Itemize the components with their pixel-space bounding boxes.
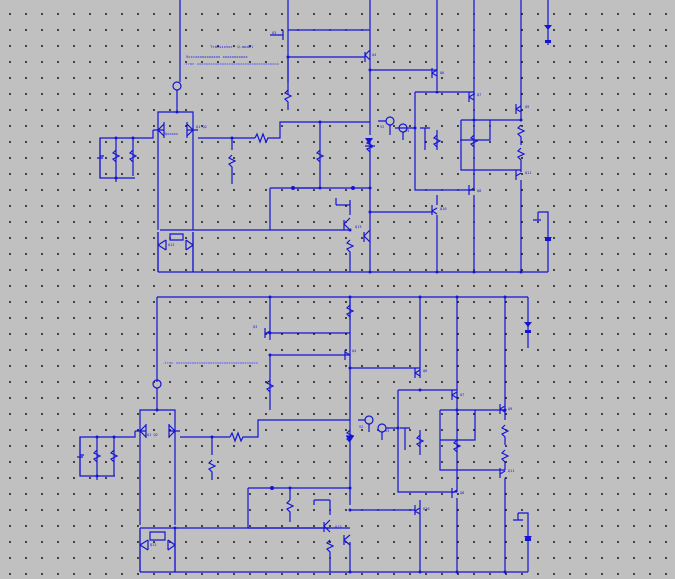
- svg-text:Q10: Q10: [423, 507, 430, 511]
- svg-text:V2: V2: [380, 125, 384, 129]
- top-junctions: [114, 55, 523, 274]
- top-circuit: Q1 Q2 Qxxxxx Q3 Q4 Q6 Q7 Q9 Q8 Q10 Q11 Q…: [97, 0, 552, 274]
- svg-text:Q11: Q11: [508, 469, 515, 473]
- svg-text:V2: V2: [359, 425, 363, 429]
- top-current-mirror: [157, 232, 194, 272]
- svg-text:Q4: Q4: [352, 349, 356, 353]
- top-ground-rail: [157, 180, 549, 273]
- svg-text:Q4: Q4: [372, 53, 376, 57]
- svg-text:Q6: Q6: [423, 369, 427, 373]
- svg-text:Q9: Q9: [508, 407, 512, 411]
- bottom-diff-pair: [79, 420, 180, 477]
- bottom-current-mirror: [139, 528, 176, 572]
- svg-text:Q8: Q8: [477, 189, 481, 193]
- svg-text:Q10: Q10: [440, 207, 447, 211]
- top-bias-source-1: [385, 116, 395, 126]
- svg-text:V3: V3: [405, 129, 409, 133]
- svg-text:Qxxxxx: Qxxxxx: [165, 132, 179, 136]
- svg-text:Q12: Q12: [150, 543, 157, 547]
- top-vcc-lines: [179, 0, 549, 100]
- bottom-vcc-rail: [156, 296, 529, 405]
- top-output-load: [533, 20, 549, 245]
- svg-text:Q13: Q13: [355, 225, 362, 229]
- svg-text:Q9: Q9: [525, 105, 529, 109]
- top-note-line2: Vcc=xxxxxxxxxxx xxxxxxxxxxx: [186, 54, 248, 59]
- svg-text:Q7: Q7: [477, 93, 481, 97]
- bottom-circuit: Q1 Q2 Q3 Q4 Q6 Q7 Q9 Q8 Q10 Q11 Q12 Q13 …: [77, 295, 532, 574]
- top-input-network: [97, 138, 138, 182]
- top-note-line3: .tran xxxxxxxxxxxxxxxxxxxxxxxxxxxxxxxxxx…: [183, 61, 280, 66]
- top-current-source: [172, 81, 182, 91]
- bottom-ground-rail: [139, 478, 529, 573]
- top-output-stage: [431, 62, 475, 120]
- bottom-output-load: [513, 318, 529, 545]
- svg-text:Q3: Q3: [272, 31, 276, 35]
- svg-text:Q7: Q7: [460, 393, 464, 397]
- svg-text:Q1 Q2: Q1 Q2: [196, 125, 207, 129]
- top-note-line1: Transistor: Q-model: [210, 44, 253, 49]
- svg-text:Q13: Q13: [335, 525, 342, 529]
- bottom-junctions: [95, 295, 507, 574]
- svg-text:Q8: Q8: [460, 491, 464, 495]
- bottom-bias-source-1: [364, 415, 374, 425]
- svg-text:Q1 Q2: Q1 Q2: [147, 433, 158, 437]
- svg-text:Q6: Q6: [440, 71, 444, 75]
- top-vas-stage: [270, 29, 371, 110]
- bottom-input-network: [77, 437, 119, 480]
- svg-text:Q11: Q11: [525, 171, 532, 175]
- svg-text:Q12: Q12: [168, 243, 175, 247]
- bottom-note-line1: .tran xxxxxxxxxxxxxxxxxxxxxxxxxxxxxxxxxx…: [162, 360, 259, 365]
- bottom-output-stage: [350, 365, 458, 415]
- svg-text:V3: V3: [385, 429, 389, 433]
- svg-text:Q3: Q3: [253, 325, 257, 329]
